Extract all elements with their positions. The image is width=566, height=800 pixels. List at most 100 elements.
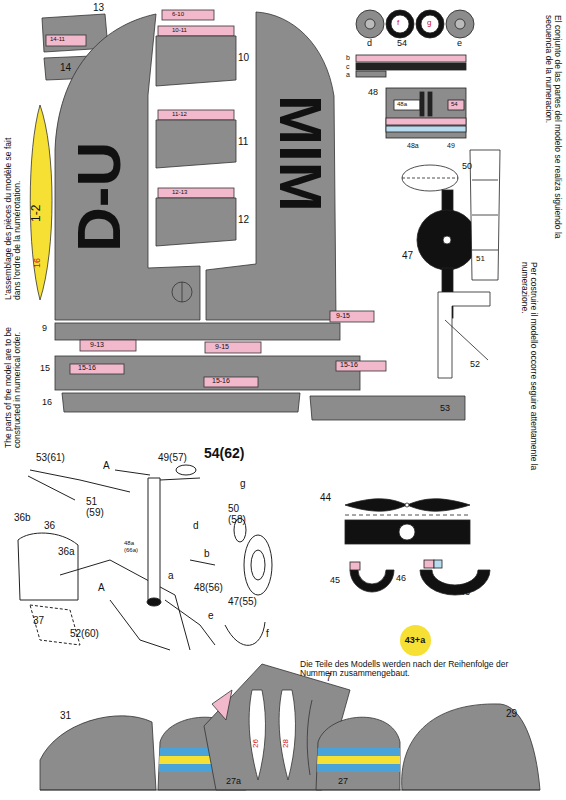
cutout-shape [420, 92, 424, 116]
cutout-shape [279, 690, 295, 780]
cutout-shape [158, 188, 234, 198]
cutout-shape [204, 377, 258, 387]
cutout-shape [80, 340, 136, 351]
assembly-note: Die Teile des Modells werden nach der Re… [300, 660, 525, 679]
cutout-shape [345, 520, 470, 544]
part-label: a [346, 71, 350, 79]
cutout-shape [182, 282, 183, 302]
callout-number: 52(60) [70, 628, 99, 639]
cutout-shape [70, 364, 124, 374]
cutout-shape [428, 92, 432, 116]
cutout-shape [225, 622, 265, 645]
callout-number: 48(56) [194, 582, 223, 593]
cutout-shape [115, 470, 150, 475]
cutout-shape [176, 465, 196, 475]
cutout-shape [156, 36, 236, 86]
cutout-shape [356, 10, 384, 38]
part-label: 15-16 [340, 361, 358, 369]
callout-number: A [103, 460, 110, 471]
cutout-shape [416, 10, 444, 38]
callout-number: 49(57) [158, 452, 187, 463]
cutout-shape [472, 250, 498, 251]
part-label: 13 [93, 2, 104, 13]
cutout-shape [60, 560, 190, 650]
cutout-shape [40, 790, 540, 791]
part-label: 46 [396, 574, 406, 584]
part-label: 52 [470, 360, 480, 370]
part-label: c [346, 63, 350, 71]
part-label: 53 [440, 404, 450, 414]
part-label: 48 [368, 88, 378, 98]
cutout-shape [310, 396, 465, 420]
cutout-shape [147, 598, 161, 606]
part-label: 14 [60, 62, 71, 73]
part-label: 48a [397, 101, 407, 108]
cutout-shape [310, 756, 410, 764]
part-label: 28 [282, 739, 291, 748]
callout-number: 36 [44, 520, 55, 531]
cutout-shape [307, 700, 312, 775]
cutout-shape [424, 560, 434, 568]
part-label: 49 [447, 142, 455, 150]
assembly-note: El conjunto de las partes del modelo se … [543, 15, 562, 250]
part-label: f [397, 19, 399, 28]
cutout-shape [402, 178, 458, 179]
part-label: 12-13 [172, 189, 187, 196]
part-label: d [367, 39, 372, 49]
part-label: 31 [60, 710, 71, 721]
cutout-shape [350, 562, 360, 570]
circle-fill [400, 625, 431, 656]
registration-mark: MIM [270, 95, 330, 212]
part-label: 9 [42, 324, 47, 334]
cutout-shape [310, 764, 410, 772]
callout-number: 36b [14, 512, 31, 523]
cutout-shape [405, 503, 409, 507]
part-label: 54 [397, 39, 407, 49]
cutout-shape [356, 63, 466, 70]
part-label: 15-16 [78, 364, 96, 372]
cutout-shape [46, 35, 86, 46]
callout-number: 48a (66a) [124, 540, 146, 553]
cutout-shape [244, 535, 272, 595]
cutout-shape [394, 100, 420, 110]
callout-number: A [98, 582, 105, 593]
part-label: 10 [238, 52, 249, 63]
cutout-shape [310, 748, 410, 756]
part-label: 16 [42, 398, 52, 408]
part-label: 26 [252, 739, 261, 748]
cutout-shape [350, 570, 394, 592]
cutout-shape [356, 71, 386, 77]
callout-number: 51 (59) [86, 496, 110, 518]
callout-number: 47(55) [228, 596, 257, 607]
callout-circle: 43+a [399, 624, 432, 657]
cutout-shape [172, 282, 192, 302]
cutout-shape [160, 478, 200, 480]
callout-number: a [168, 570, 174, 581]
cutout-shape [345, 515, 470, 516]
part-label: 9-15 [336, 312, 350, 320]
part-label: 14-11 [50, 36, 65, 43]
part-label: 29 [506, 708, 517, 719]
part-label: 44 [320, 492, 331, 503]
wing-parts [30, 10, 465, 420]
callout-number: 50 (58) [228, 503, 256, 525]
part-label: 27a [226, 777, 241, 787]
cutout-shape [402, 704, 540, 790]
part-label: 12 [238, 214, 249, 225]
callout-number: 37 [33, 615, 44, 626]
cutout-shape [399, 524, 415, 540]
cutout-shape [446, 10, 474, 38]
registration-mark: D-U [68, 142, 130, 252]
cutout-shape [455, 19, 465, 29]
part-label: g [427, 19, 431, 28]
cutout-shape [345, 499, 470, 511]
cutout-shape [386, 10, 414, 38]
cutout-shape [421, 15, 439, 33]
part-label: 51 [476, 255, 485, 264]
cutout-shape [205, 342, 261, 353]
cutout-shape [156, 198, 236, 246]
cutout-shape [40, 716, 156, 790]
part-label: 9-13 [90, 341, 104, 349]
